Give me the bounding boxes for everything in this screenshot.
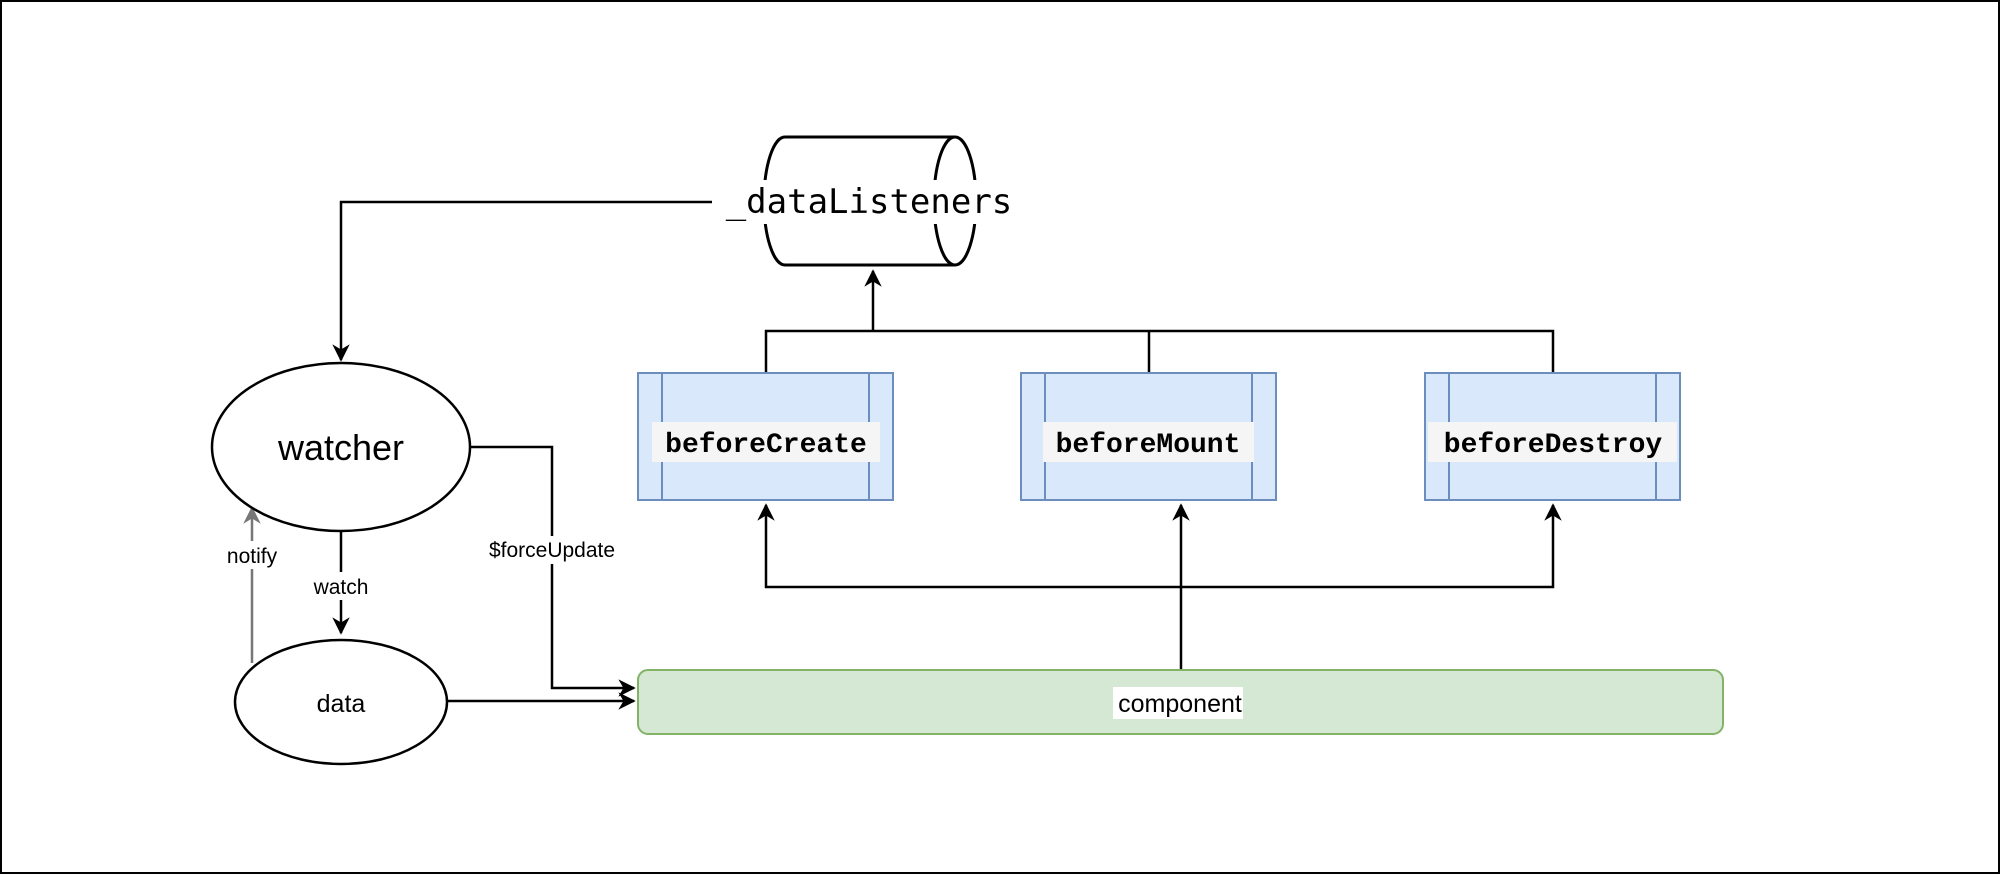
force-update-label: $forceUpdate (489, 539, 615, 562)
edge-hooks-bus-top (764, 329, 1555, 372)
data-label: data (317, 690, 366, 718)
before-mount-node: beforeMount (1020, 372, 1277, 501)
watcher-label: watcher (277, 427, 404, 468)
before-destroy-node: beforeDestroy (1424, 372, 1681, 501)
before-mount-label: beforeMount (1056, 430, 1241, 461)
edge-listeners-to-watcher (332, 200, 712, 362)
data-node: data (233, 638, 449, 766)
data-listeners-label: _dataListeners (726, 182, 1013, 222)
edge-component-bus-to-hooks (757, 503, 1562, 589)
component-node: component (637, 669, 1724, 735)
component-label: component (1118, 690, 1242, 718)
before-create-label: beforeCreate (665, 430, 867, 461)
before-destroy-label: beforeDestroy (1444, 430, 1663, 461)
data-listeners-node: _dataListeners (714, 135, 1022, 267)
watch-label: watch (313, 576, 369, 599)
before-create-node: beforeCreate (637, 372, 894, 501)
notify-label: notify (227, 545, 278, 568)
watcher-node: watcher (210, 361, 472, 533)
edge-force-update (470, 445, 636, 697)
